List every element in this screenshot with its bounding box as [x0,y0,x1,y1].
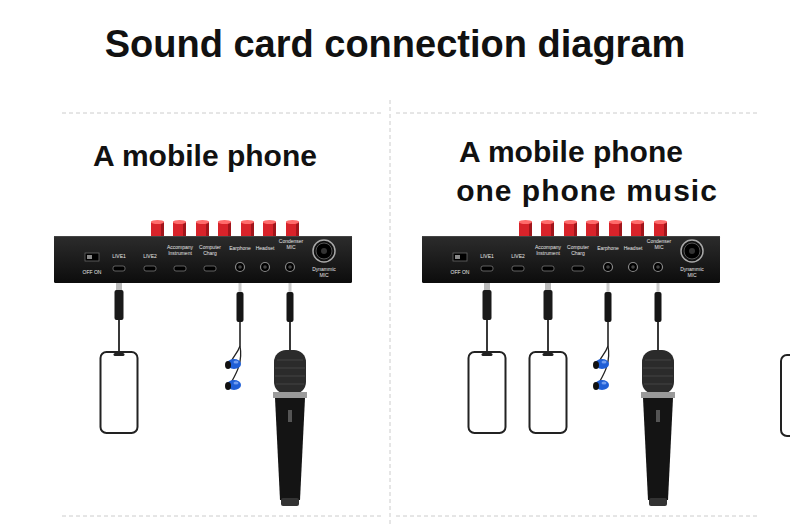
sound-card: OFF ON LIVE1 LIVE2 Accompany InstrumentComp… [422,236,720,283]
diagram-title: Sound card connection diagram [105,25,686,63]
dividers [62,100,758,526]
jack-label: Headset [624,246,643,252]
sound-card: OFF ON LIVE1 LIVE2 Accompany InstrumentComp… [54,236,352,283]
sound-card-left [54,220,352,506]
port-label: Accompany Instrument [534,245,562,257]
power-switch-label: OFF ON [451,270,470,276]
panel-heading: one phone music [456,176,718,206]
xlr-label: Dynammic MIC [678,267,706,279]
jack-label: Condenser MIC [645,239,673,251]
panel-heading: A mobile phone [93,141,317,171]
panel-heading: A mobile phone [459,137,683,167]
port-label: LIVE2 [511,254,525,260]
power-switch-label: OFF ON [83,270,102,276]
jack-label: Earphone [597,246,619,252]
port-label: Accompany Instrument [166,245,194,257]
jack-label: Headset [256,246,275,252]
port-label: Computer Charg [564,245,592,257]
port-label: Computer Charg [196,245,224,257]
sound-card-right [422,220,720,506]
jack-label: Condenser MIC [277,239,305,251]
jack-label: Earphone [229,246,251,252]
phone-partial [781,355,790,436]
port-label: LIVE1 [480,254,494,260]
port-label: LIVE2 [143,254,157,260]
port-label: LIVE1 [112,254,126,260]
xlr-label: Dynammic MIC [310,267,338,279]
